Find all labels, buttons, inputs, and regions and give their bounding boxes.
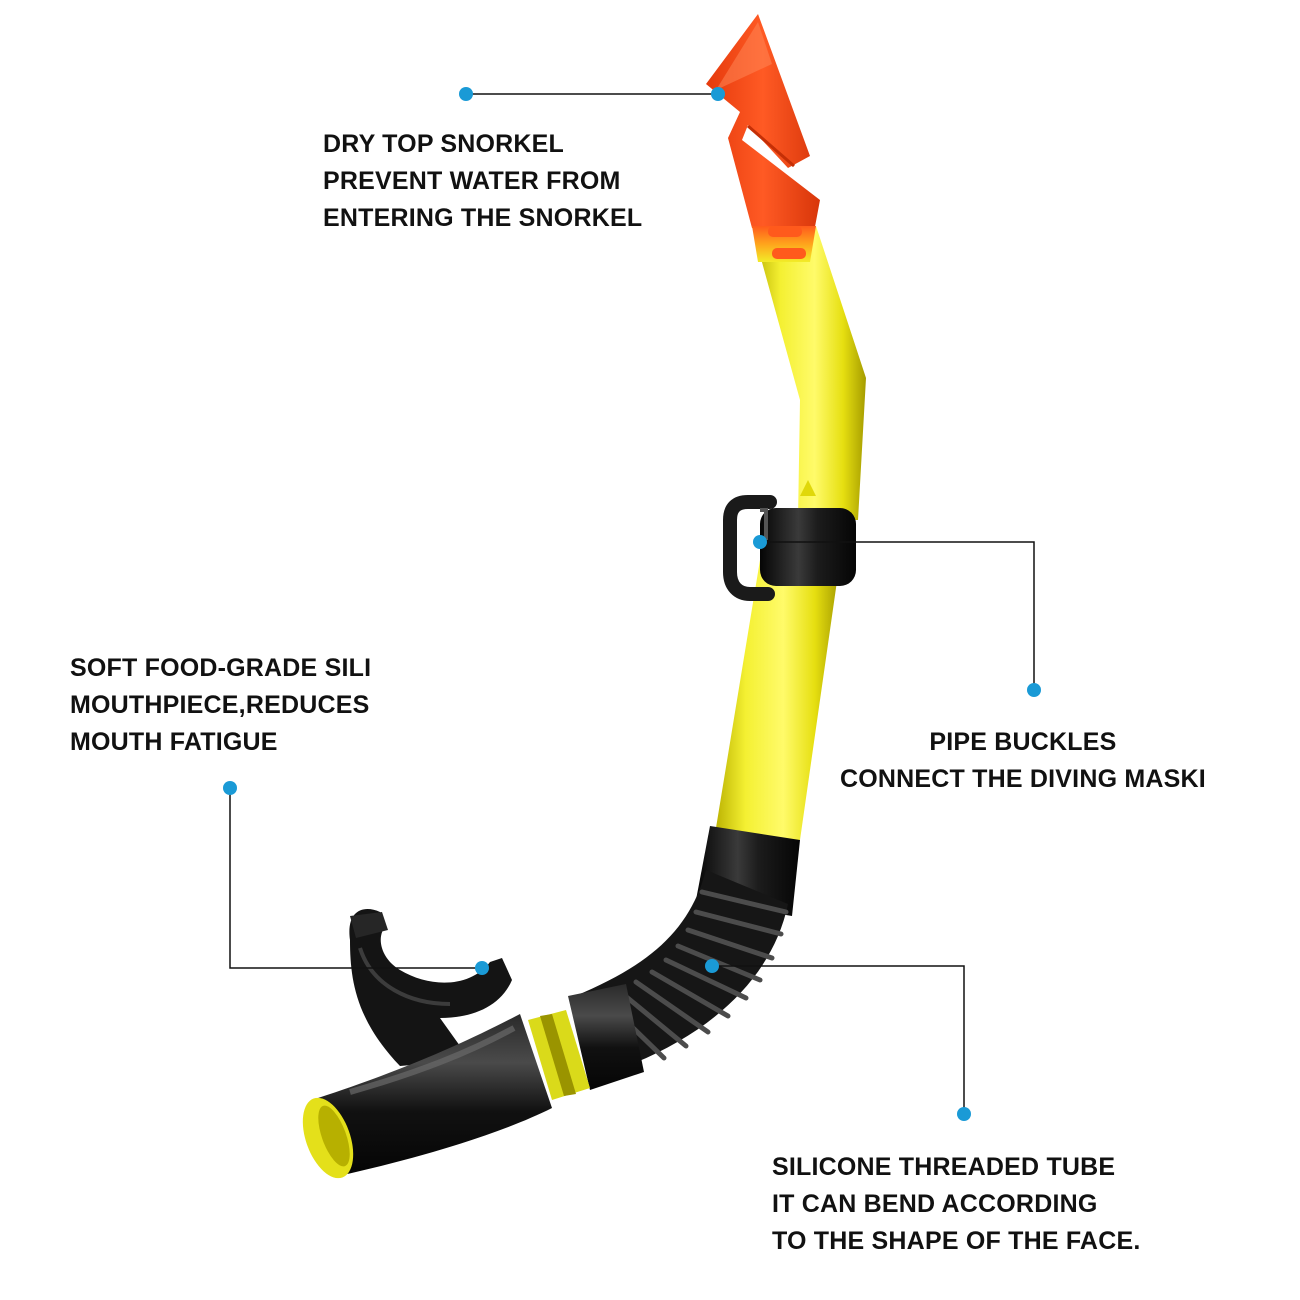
yellow-tube-upper: [752, 226, 866, 520]
leader-lines: [229, 93, 1035, 1114]
tube-connector: [568, 984, 644, 1090]
dot-dry-top-start: [459, 87, 473, 101]
callout-line: PREVENT WATER FROM: [323, 167, 621, 195]
pipe-buckle: [723, 495, 856, 601]
mouthpiece-bite: [349, 909, 512, 1066]
callout-line: IT CAN BEND ACCORDING: [772, 1190, 1098, 1218]
callout-line: SILICONE THREADED TUBE: [772, 1153, 1116, 1181]
grip-stripe: [768, 226, 802, 237]
dot-tube-end: [957, 1107, 971, 1121]
callout-dots: [223, 87, 1041, 1121]
callout-threaded-tube: SILICONE THREADED TUBE IT CAN BEND ACCOR…: [772, 1149, 1140, 1260]
yellow-ring: [528, 1010, 590, 1100]
callout-line: MOUTHPIECE,REDUCES: [70, 691, 370, 719]
callout-line: CONNECT THE DIVING MASKI: [840, 765, 1206, 793]
callout-dry-top: DRY TOP SNORKEL PREVENT WATER FROM ENTER…: [323, 126, 642, 237]
dot-dry-top-end: [711, 87, 725, 101]
dot-buckles-start: [753, 535, 767, 549]
callout-pipe-buckles: PIPE BUCKLES CONNECT THE DIVING MASKI: [840, 724, 1206, 798]
callout-line: TO THE SHAPE OF THE FACE.: [772, 1227, 1141, 1255]
leader-buckles: [760, 541, 1035, 690]
dot-mouthpiece-start: [223, 781, 237, 795]
dot-tube-start: [705, 959, 719, 973]
dot-mouthpiece-end: [475, 961, 489, 975]
leader-tube: [712, 965, 965, 1114]
callout-mouthpiece: SOFT FOOD-GRADE SILI MOUTHPIECE,REDUCES …: [70, 650, 371, 761]
callout-line: MOUTH FATIGUE: [70, 728, 278, 756]
mouthpiece-body: [318, 1014, 552, 1176]
yellow-tube-lower: [714, 560, 840, 840]
callout-line: ENTERING THE SNORKEL: [323, 204, 643, 232]
callout-line: DRY TOP SNORKEL: [323, 130, 565, 158]
dry-top-valve: [706, 14, 820, 232]
grip-stripe: [772, 248, 806, 259]
leader-mouthpiece: [229, 788, 482, 969]
callout-line: PIPE BUCKLES: [929, 728, 1117, 756]
dot-buckles-end: [1027, 683, 1041, 697]
callout-line: SOFT FOOD-GRADE SILI: [70, 654, 372, 682]
mouthpiece-end-cap: [302, 1097, 354, 1179]
